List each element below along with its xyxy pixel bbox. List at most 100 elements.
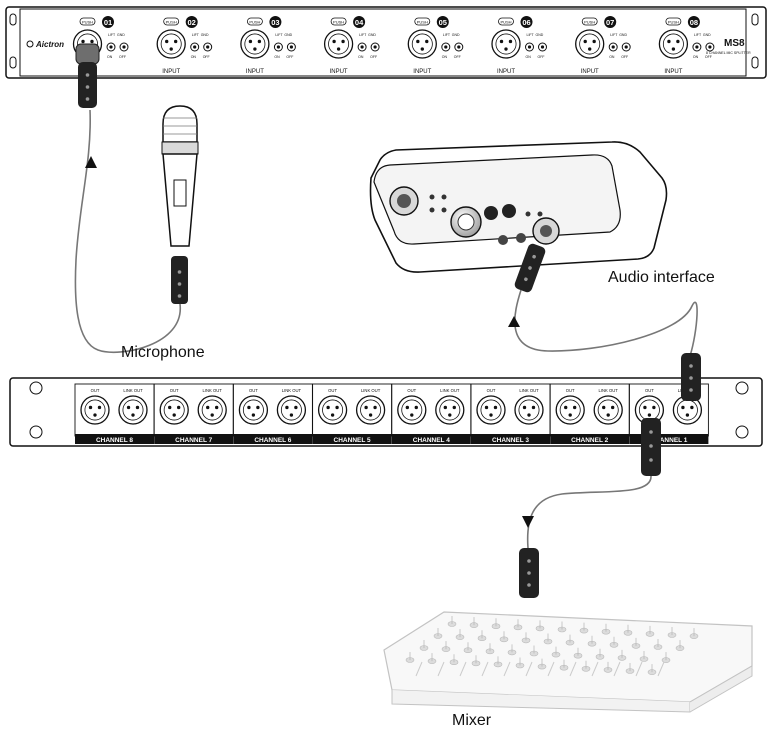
push-label: PUSH	[668, 20, 679, 25]
on-label: ON	[442, 55, 448, 59]
out-label: OUT	[487, 388, 496, 393]
on-label: ON	[191, 55, 197, 59]
rear-channel: OUT LINK OUT CHANNEL 3	[470, 383, 551, 444]
channel-number: 05	[439, 18, 447, 27]
rear-channel-label: CHANNEL 4	[413, 437, 450, 444]
mixer-fader	[635, 661, 643, 677]
xlr-input-jack	[658, 29, 689, 59]
out-label: OUT	[328, 388, 337, 393]
xlr-link-out-jack	[197, 395, 227, 425]
out-label: OUT	[170, 388, 179, 393]
rear-out-plug	[641, 418, 661, 476]
link-out-label: LINK OUT	[599, 388, 619, 393]
link-out-label: LINK OUT	[519, 388, 539, 393]
push-latch: PUSH	[498, 17, 514, 26]
off-label: OFF	[286, 55, 293, 59]
channel-number: 01	[104, 18, 112, 27]
rear-channel-label: CHANNEL 5	[334, 437, 371, 444]
channel-number: 04	[355, 18, 364, 27]
xlr-out-jack	[317, 395, 348, 425]
mixer-fader	[613, 661, 621, 677]
channel-number-badge	[102, 16, 114, 28]
mixer-fader	[525, 661, 533, 677]
input-label: INPUT	[664, 69, 682, 75]
mixer-fader	[481, 661, 489, 677]
out-label: OUT	[645, 388, 654, 393]
rear-channel: OUT LINK OUT CHANNEL 7	[153, 383, 234, 444]
lift-label: LIFT	[694, 33, 702, 37]
on-label: ON	[274, 55, 280, 59]
mixer-fader	[415, 661, 423, 677]
push-latch: PUSH	[330, 17, 347, 26]
out-label: OUT	[91, 388, 100, 393]
rack-ear-hole	[29, 425, 43, 439]
push-latch: PUSH	[163, 17, 180, 26]
xlr-input-jack	[323, 29, 354, 59]
channel-strip	[550, 434, 630, 444]
input-label: INPUT	[246, 69, 264, 75]
xlr-link-out-jack	[118, 395, 148, 425]
xlr-out-jack	[159, 395, 189, 425]
mic-xlr-plug	[171, 256, 188, 304]
out-label: OUT	[407, 388, 416, 393]
push-label: PUSH	[500, 20, 511, 25]
push-label: PUSH	[82, 20, 93, 25]
mixer-xlr-plug	[519, 548, 539, 598]
push-latch: PUSH	[414, 17, 431, 26]
channel-number-badge	[185, 16, 198, 28]
lift-label: LIFT	[527, 33, 535, 37]
input-label: INPUT	[162, 69, 180, 75]
channel-number: 03	[271, 18, 279, 27]
push-label: PUSH	[417, 20, 428, 25]
mixer-fader	[437, 661, 445, 677]
channel-strip	[391, 434, 471, 444]
microphone-label: Microphone	[121, 344, 205, 361]
push-label: PUSH	[249, 20, 260, 25]
rear-channel-label: CHANNEL 7	[175, 437, 212, 444]
channel-number-badge	[436, 16, 449, 28]
channel-strip	[629, 434, 709, 444]
xlr-input-jack	[575, 29, 605, 59]
mixer-fader	[591, 661, 599, 677]
xlr-input-jack	[240, 29, 270, 59]
off-label: OFF	[370, 55, 377, 59]
on-label: ON	[526, 55, 532, 59]
channel-strip	[75, 434, 154, 444]
push-label: PUSH	[584, 20, 595, 25]
link-out-label: LINK OUT	[361, 388, 381, 393]
rack-ear-hole	[9, 56, 17, 69]
xlr-link-out-jack	[593, 395, 623, 425]
audio-interface-label: Audio interface	[608, 269, 715, 286]
rear-channel-label: CHANNEL 3	[492, 437, 529, 444]
xlr-input-jack	[156, 29, 186, 59]
rear-channel-label: CHANNEL 1	[650, 437, 687, 444]
rack-ear-hole	[735, 425, 749, 439]
push-label: PUSH	[166, 20, 177, 25]
channel-number: 07	[606, 18, 614, 27]
lift-label: LIFT	[359, 33, 367, 37]
microphone	[161, 105, 199, 304]
lift-label: LIFT	[192, 33, 200, 37]
gnd-label: GND	[284, 33, 292, 37]
on-label: ON	[358, 55, 364, 59]
link-out-label: LINK OUT	[203, 388, 223, 393]
channel-number: 08	[690, 18, 698, 27]
push-latch: PUSH	[665, 17, 682, 26]
xlr-out-jack	[397, 395, 427, 425]
rear-channel: OUT LINK OUT CHANNEL 5	[312, 383, 393, 444]
channel-number-badge	[353, 16, 366, 28]
signal-arrow	[508, 316, 520, 327]
rack-ear-hole	[751, 13, 759, 26]
xlr-out-jack	[80, 395, 110, 425]
push-latch: PUSH	[79, 17, 96, 26]
interface-xlr-plug	[514, 243, 546, 293]
